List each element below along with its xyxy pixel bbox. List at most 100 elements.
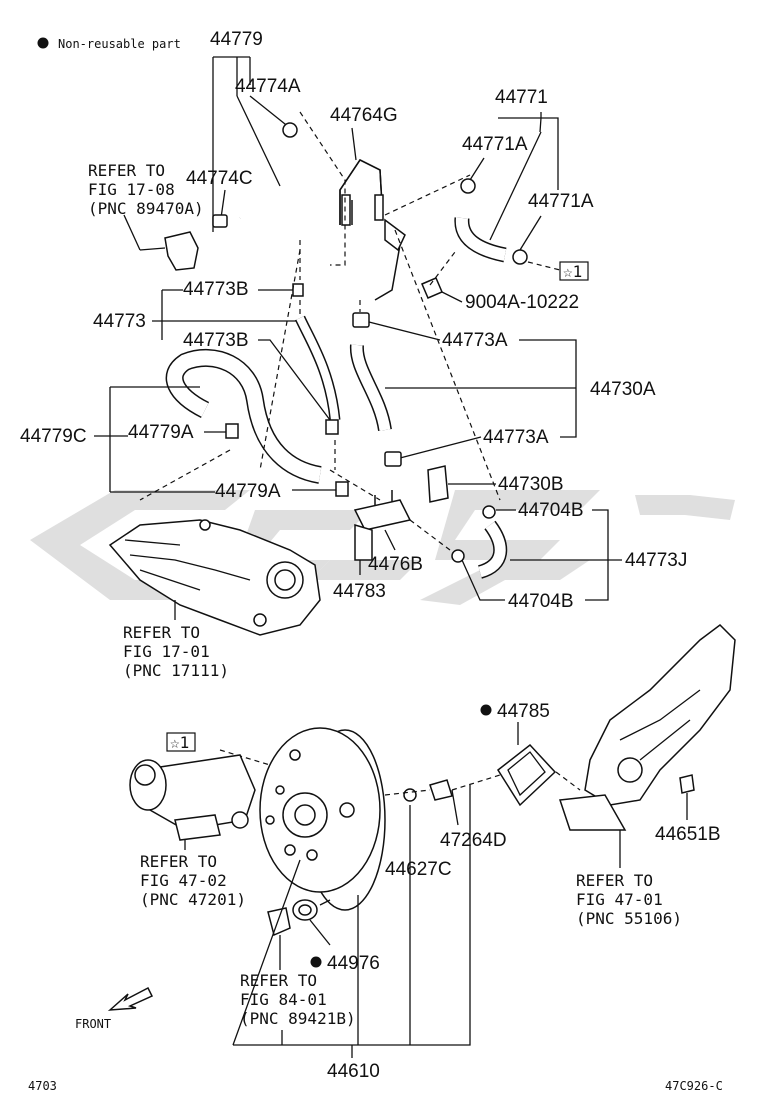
part-44771: 44771 [495,87,548,108]
clip-44771A-1 [460,178,476,194]
ref-4-line-2: FIG 47-01 [576,890,663,909]
clip-44773A-1 [352,312,370,328]
ref-1-line-1: REFER TO [88,161,165,180]
front-label: FRONT [75,1017,111,1031]
clip-47264D [429,779,453,801]
dash-bolt [429,251,456,286]
ref-3-line-2: FIG 47-02 [140,871,227,890]
clip-44771A-2 [512,249,528,265]
leader-44773 [152,289,298,340]
plug-44651B [679,774,695,794]
part-4476B: 4476B [368,554,423,575]
leader-44771A-2 [519,215,542,251]
ref-1-line-2: FIG 17-08 [88,180,175,199]
part-44773: 44773 [93,311,146,332]
part-47264D: 47264D [440,830,507,851]
hose-44730A [351,344,391,431]
ref-2-line-3: (PNC 17111) [123,661,229,680]
leader-44610 [232,785,471,1046]
non-reusable-bullet-44785 [480,704,492,716]
leader-44774A [249,95,291,129]
footer-right: 47C926-C [665,1079,723,1093]
leader-44704B-2 [461,559,505,601]
clip-44774A [282,122,298,138]
sensor-89470A [164,231,199,271]
part-44976: 44976 [327,953,380,974]
clip-44774C [212,214,228,228]
dash-44773 [299,240,336,470]
part-44783: 44783 [333,581,386,602]
clip-44773B-2 [325,419,339,435]
clip-44779A-1 [225,423,239,439]
pipe-bracket [384,218,406,252]
clip-44773B-1 [292,283,304,297]
part-44773J: 44773J [625,550,687,571]
ref-3-line-3: (PNC 47201) [140,890,246,909]
ref-4-line-3: (PNC 55106) [576,909,682,928]
part-9004A: 9004A-10222 [465,292,579,313]
dash-47264D [451,771,581,791]
clip-44773A-2 [384,451,402,467]
part-44773A-1: 44773A [442,330,508,351]
watermark [30,490,735,605]
intake-manifold [108,519,321,636]
bracket-44783 [354,523,373,561]
part-44730A: 44730A [590,379,656,400]
leader-44773B-2 [258,339,331,421]
pipe-44773 [296,316,339,421]
part-44779A-2: 44779A [215,481,281,502]
ref-5-line-2: FIG 84-01 [240,990,327,1009]
master-cylinder [129,754,256,841]
part-44764G: 44764G [330,105,398,126]
hose-44779 [237,159,304,224]
gasket-44785-inner [507,751,546,797]
part-44730B: 44730B [498,474,564,495]
leader-44773A-1 [368,321,441,341]
leader-89421B [279,899,331,970]
part-44771A-2: 44771A [528,191,594,212]
dash-2 [384,174,471,216]
leader-44764G [351,127,357,161]
part-44779A-1: 44779A [128,422,194,443]
hose-44771 [455,217,507,261]
valve-4476B-ports [374,490,393,505]
part-44779: 44779 [210,29,263,50]
bolt-9004A [421,277,443,299]
part-44651B: 44651B [655,824,721,845]
leader-44771 [498,112,559,190]
legend-text: Non-reusable part [58,37,181,51]
valve-4476B [353,499,412,531]
star-mark-2 [166,732,196,752]
part-44704B-1: 44704B [518,500,584,521]
leader-9004A [441,291,463,303]
star-mark-1-text: ☆1 [563,262,582,281]
leader-44779 [212,56,250,232]
sensor-89421B [267,907,291,937]
clip-44704B-2 [451,549,465,563]
ref-1-line-3: (PNC 89470A) [88,199,204,218]
part-44771A-1: 44771A [462,134,528,155]
dash-1 [299,111,346,266]
ref-5-line-3: (PNC 89421B) [240,1009,356,1028]
clip-44730B [427,465,449,503]
dash-long [394,229,501,501]
leader-89470A-bracket [139,247,166,251]
part-44773B-2: 44773B [183,330,249,351]
part-44627C: 44627C [385,859,452,880]
grommet-44976-inner [298,904,312,916]
leader-44704B-bracket [585,509,609,601]
dash-44627C [384,789,431,796]
hose-44779C [167,350,322,483]
leader-44773A-2 [399,436,482,459]
brake-booster-44610 [259,727,386,911]
non-reusable-bullet-44976 [310,956,322,968]
part-44610: 44610 [327,1061,380,1082]
ref-2-line-1: REFER TO [123,623,200,642]
part-44774C: 44774C [186,168,253,189]
nut-44627C [403,788,417,802]
part-44773B-1: 44773B [183,279,249,300]
footer-left: 4703 [28,1079,57,1093]
pipe-fitting-1 [341,194,351,226]
